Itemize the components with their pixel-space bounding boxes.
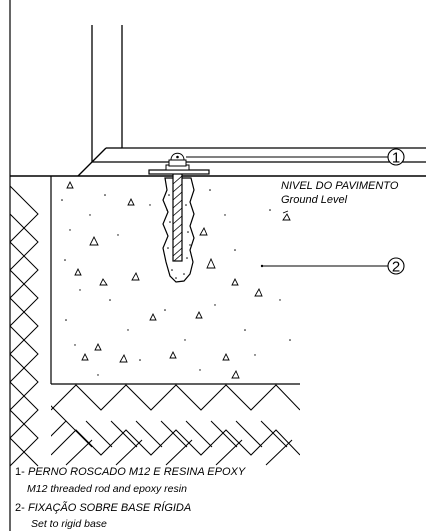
anchor-assembly: [148, 152, 210, 283]
legend-item-2-title: FIXAÇÃO SOBRE BASE RÍGIDA: [28, 501, 191, 514]
rod-thread-hatch: [172, 175, 183, 262]
callout-1: 1: [186, 148, 405, 167]
callout-1-number: 1: [392, 150, 400, 167]
soil-hatch-left: [10, 185, 39, 467]
legend-item-2-subtitle: Set to rigid base: [31, 518, 107, 530]
legend-item-2-number: 2-: [15, 502, 25, 514]
ground-level-label: NIVEL DO PAVIMENTO: [281, 180, 399, 192]
callout-2-number: 2: [392, 259, 400, 276]
base-plate: [148, 169, 210, 175]
legend-item-1-number: 1-: [15, 466, 25, 478]
equipment-frame: [77, 25, 426, 177]
concrete-slab: [10, 175, 426, 385]
concrete-aggregate-triangles: [66, 180, 291, 379]
ground-level-label-en: Ground Level: [281, 194, 348, 206]
legend-item-1-title: PERNO ROSCADO M12 E RESINA EPOXY: [28, 466, 246, 478]
hex-nut: [168, 159, 187, 167]
legend-item-1-subtitle: M12 threaded rod and epoxy resin: [27, 483, 187, 495]
epoxy-speckle: [166, 194, 191, 279]
callout-2: 2: [262, 257, 405, 276]
soil-hatch-bottom: [51, 384, 300, 466]
concrete-aggregate-dots: [61, 189, 291, 376]
legend: 1- PERNO ROSCADO M12 E RESINA EPOXY M12 …: [15, 466, 246, 530]
